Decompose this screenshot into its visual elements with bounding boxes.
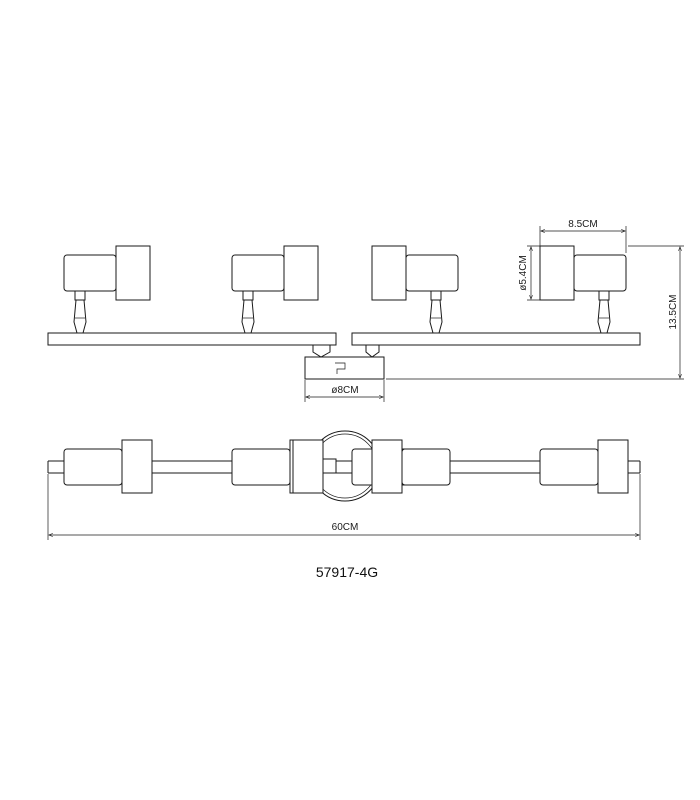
total-height-label: 13.5CM xyxy=(668,294,679,329)
head-width-label: 8.5CM xyxy=(568,219,597,230)
spotlight-head-front xyxy=(231,245,319,334)
ceiling-base xyxy=(304,345,385,380)
spotlight-head-top xyxy=(292,439,451,494)
spotlight-head-top xyxy=(539,439,629,494)
total-length-label: 60CM xyxy=(332,522,359,533)
front-bar-right xyxy=(351,332,641,346)
front-bar-left xyxy=(47,332,337,346)
base-diameter-label: ø8CM xyxy=(331,385,358,396)
top-view xyxy=(47,430,641,502)
model-number: 57917-4G xyxy=(316,564,378,580)
dimension-head-width: 8.5CM xyxy=(539,219,627,253)
dimension-total-length: 60CM xyxy=(47,474,641,540)
spotlight-head-top xyxy=(63,439,153,494)
dimension-head-height: ø5.4CM xyxy=(518,245,568,301)
front-view xyxy=(47,245,641,380)
spotlight-head-front xyxy=(63,245,151,334)
dimension-base-diameter: ø8CM xyxy=(304,380,385,402)
spotlight-head-front xyxy=(371,245,459,334)
head-height-label: ø5.4CM xyxy=(518,255,529,291)
spotlight-head-front xyxy=(539,245,627,334)
dimension-total-height: 13.5CM xyxy=(386,245,684,380)
